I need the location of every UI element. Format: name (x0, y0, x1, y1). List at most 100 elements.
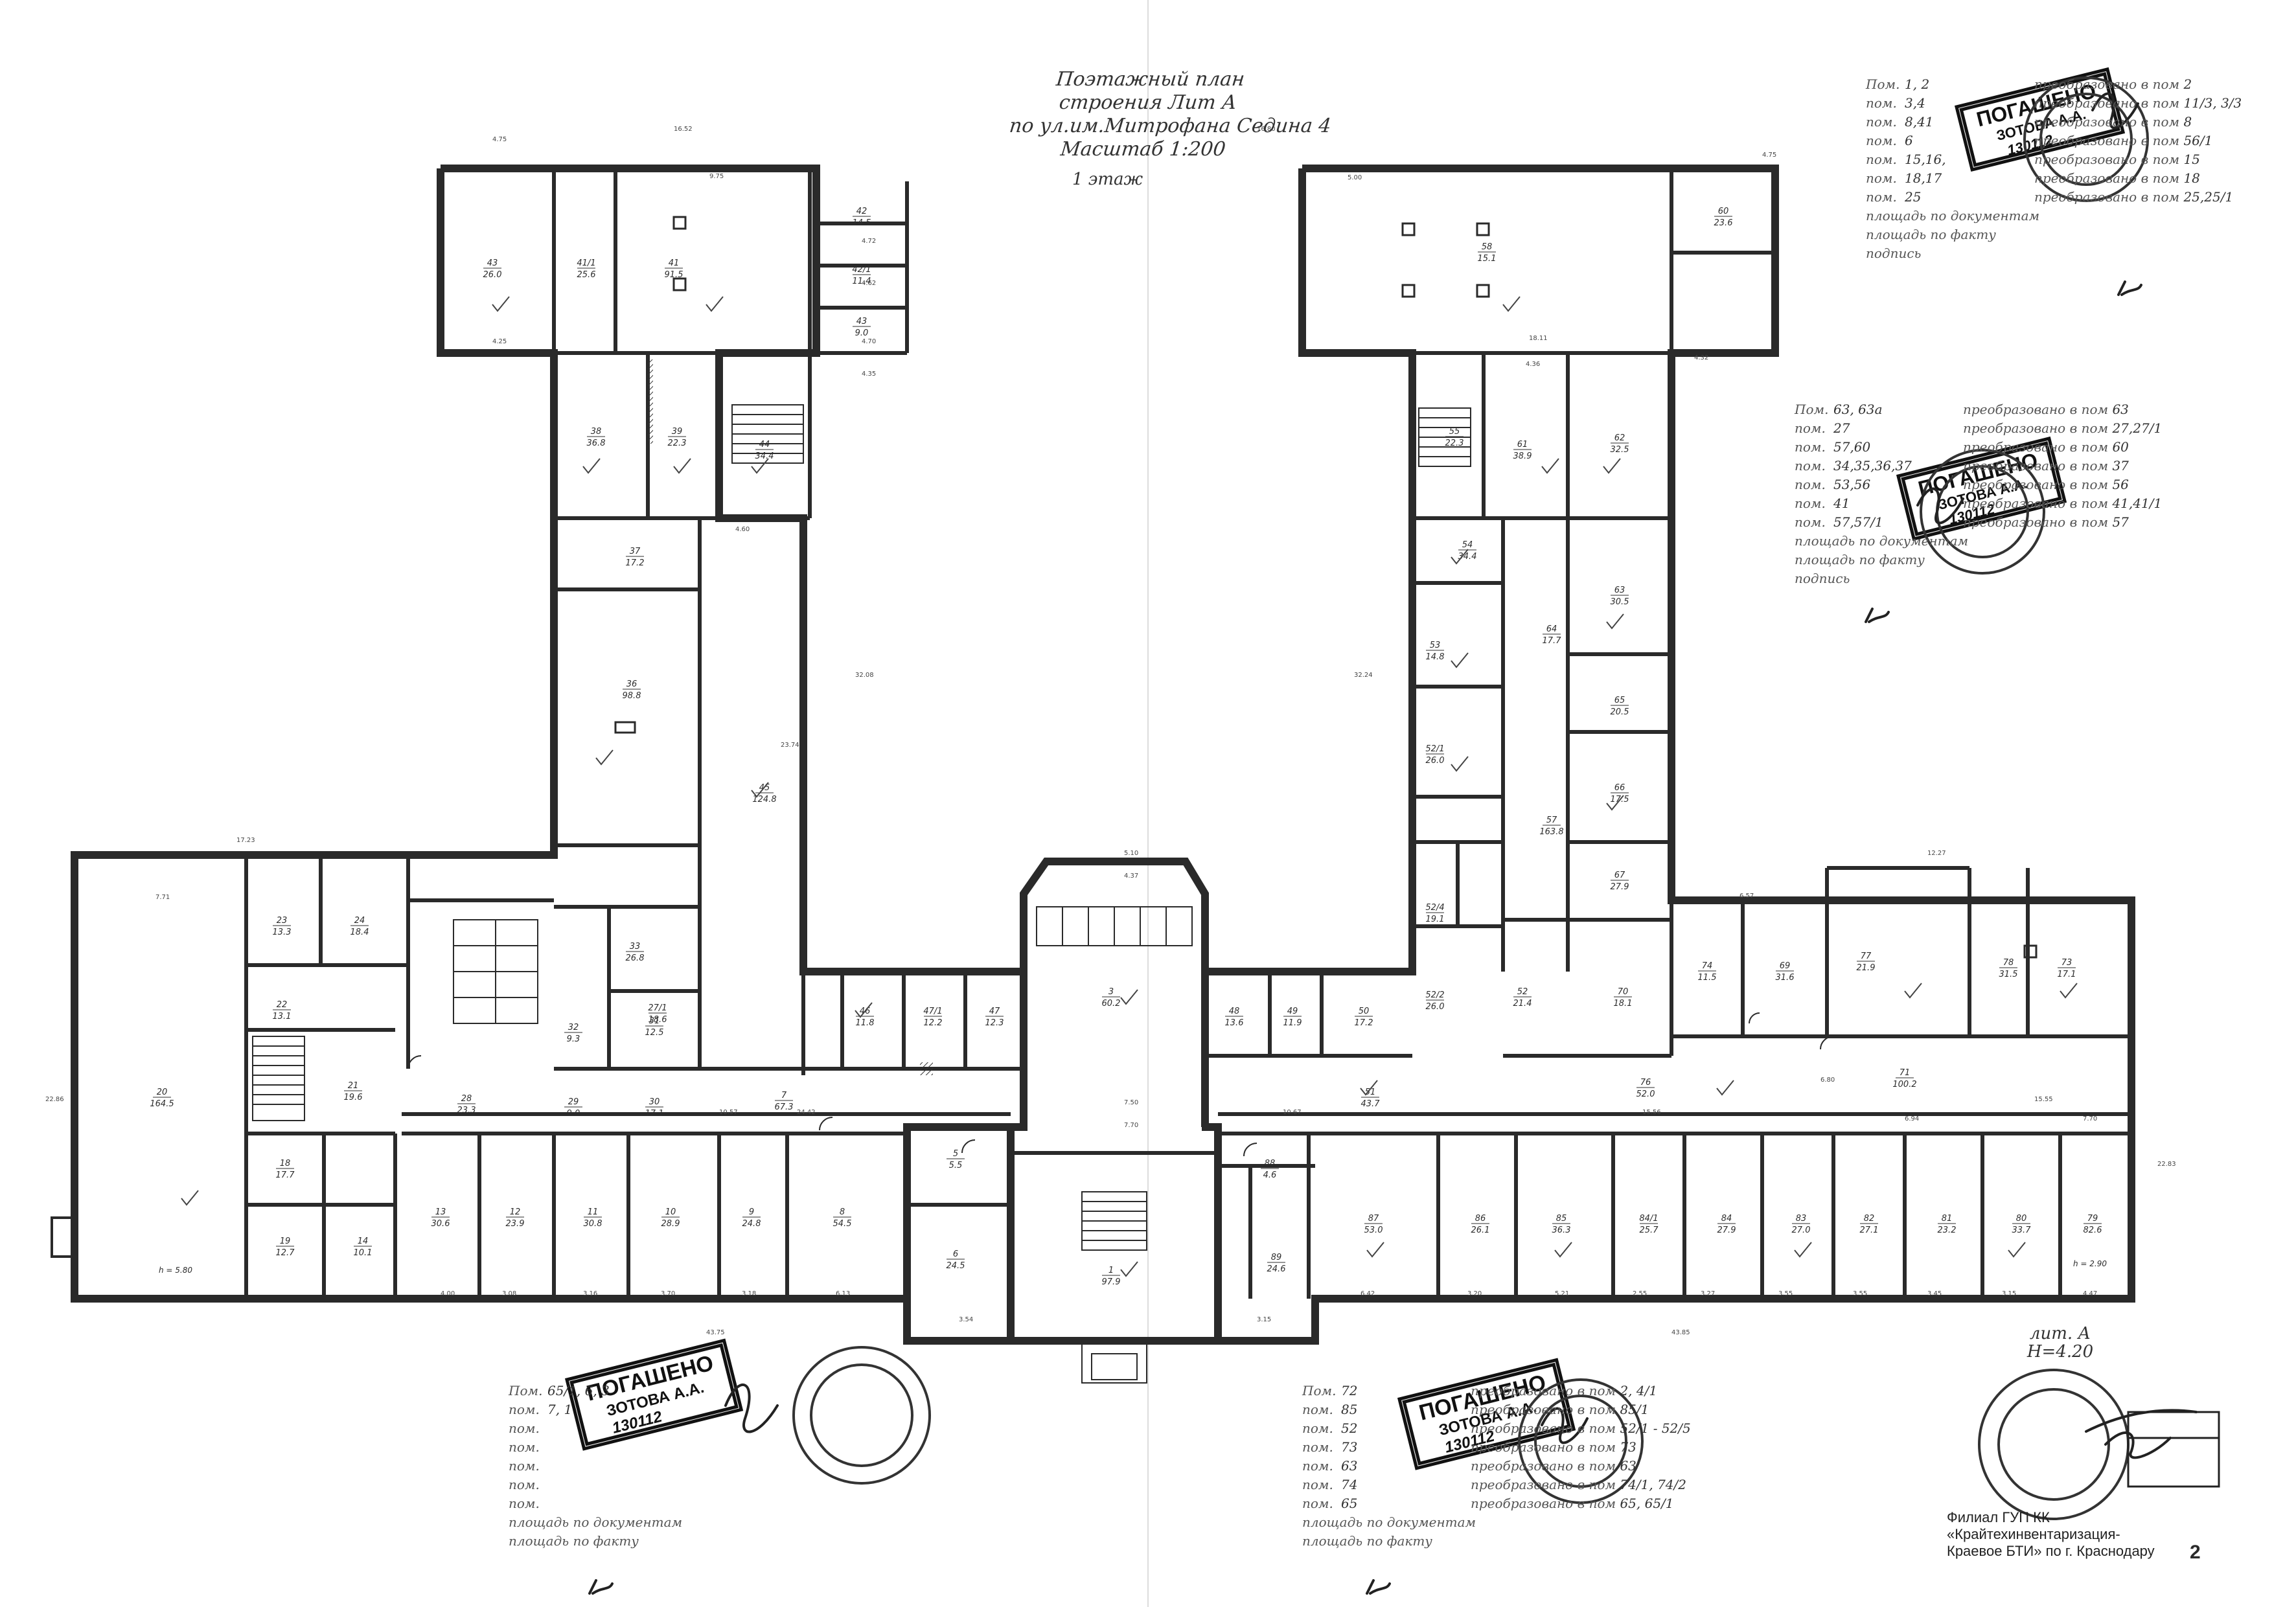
room-number: 47/1 (923, 1007, 942, 1016)
room-number: 70 (1618, 987, 1629, 997)
room-number: 21 (348, 1081, 359, 1091)
note-value: 52 (1341, 1420, 1358, 1436)
room-area: 30.8 (584, 1219, 603, 1229)
room-area: 36.3 (1552, 1225, 1571, 1235)
note-value: 8,41 (1905, 114, 1934, 130)
note-row: пом. (509, 1458, 682, 1477)
room-number: 11 (588, 1207, 599, 1217)
room-number: 8 (840, 1207, 845, 1217)
room-number: 50 (1359, 1007, 1370, 1016)
note-converted-label: преобразовано в пом (1471, 1496, 1616, 1511)
room-area: 54.5 (833, 1219, 852, 1229)
note-row: пом. (509, 1477, 682, 1496)
room-number: 7 (781, 1091, 787, 1100)
room-area: 32.5 (1611, 445, 1629, 455)
room-area: 27.0 (1792, 1225, 1811, 1235)
note-label: пом. (1866, 152, 1897, 167)
room-area: 26.1 (1471, 1225, 1490, 1235)
note-label: площадь по факту (1866, 227, 1996, 242)
note-label: Пом. (1795, 402, 1829, 417)
room-number: 51 (1365, 1088, 1376, 1097)
note-converted-value: 74/1, 74/2 (1616, 1477, 1686, 1492)
note-label: пом. (1302, 1402, 1333, 1417)
svg-text:3.45: 3.45 (1927, 1290, 1942, 1297)
room-number: 6 (953, 1249, 958, 1259)
room-area: 43.7 (1361, 1099, 1381, 1109)
note-row: пом. (509, 1420, 682, 1439)
room-number: 63 (1614, 586, 1625, 595)
room-area: 24.5 (947, 1261, 965, 1271)
title-line-1: Поэтажный план (1055, 68, 1246, 91)
svg-text:15.55: 15.55 (2034, 1096, 2053, 1103)
note-converted-label: преобразовано в пом (1963, 420, 2109, 436)
room-area: 26.0 (483, 270, 502, 280)
stairs (252, 404, 1471, 1384)
room-area: 17.2 (1355, 1018, 1373, 1028)
checkmarks (181, 296, 2078, 1277)
title-line-3: по ул.им.Митрофана Седина 4 (1008, 115, 1333, 137)
note-label: пом. (1795, 439, 1826, 455)
room-number: 13 (435, 1207, 446, 1217)
room-number: 49 (1287, 1007, 1298, 1016)
svg-text:16.80: 16.80 (1257, 126, 1276, 133)
room-area: 97.9 (1102, 1277, 1121, 1287)
note-value: 41 (1833, 496, 1850, 511)
svg-text:6.57: 6.57 (1739, 893, 1754, 900)
room-area: 10.1 (354, 1248, 373, 1258)
svg-text:15.56: 15.56 (1642, 1109, 1661, 1116)
note-converted-label: преобразовано в пом (1963, 402, 2109, 417)
seal-frame (2127, 1411, 2220, 1488)
svg-text:3.08: 3.08 (502, 1290, 516, 1297)
room-area: 21.9 (1857, 963, 1876, 973)
stair-hatches (648, 359, 933, 1075)
room-area: 25.6 (577, 270, 596, 280)
svg-text:4.35: 4.35 (862, 370, 876, 378)
svg-text:3.18: 3.18 (742, 1290, 756, 1297)
room-number: 89 (1271, 1253, 1282, 1262)
room-area: 23.9 (506, 1219, 525, 1229)
room-area: 12.7 (276, 1248, 295, 1258)
room-area: 13.3 (273, 928, 292, 937)
note-label: пом. (1795, 420, 1826, 436)
svg-text:12.27: 12.27 (1927, 850, 1946, 857)
room-area: 31.5 (1999, 970, 2018, 979)
note-value: 73 (1341, 1439, 1358, 1455)
note-value: 15,16, (1905, 152, 1946, 167)
room-area: 21.4 (1513, 999, 1532, 1009)
room-area: 19.1 (1426, 915, 1445, 924)
room-area: 9.0 (855, 328, 869, 338)
room-area: 17.1 (2058, 970, 2076, 979)
room-area: 98.8 (623, 691, 641, 701)
room-area: 17.7 (1543, 636, 1562, 646)
room-area: 20.5 (1611, 707, 1629, 717)
room-area: 14.8 (1426, 652, 1445, 662)
room-number: 54 (1462, 540, 1473, 550)
room-area: 11.5 (1698, 973, 1717, 983)
note-row: пом. 15,16,преобразовано в пом 15 (1866, 152, 2242, 170)
room-area: 34.4 (755, 451, 774, 461)
room-number: 62 (1614, 433, 1625, 443)
room-number: 76 (1640, 1078, 1651, 1088)
room-area: 53.0 (1364, 1225, 1383, 1235)
note-converted-label: преобразовано в пом (2034, 152, 2180, 167)
svg-text:4.47: 4.47 (2083, 1290, 2097, 1297)
doors (408, 1012, 1834, 1157)
room-area: 100.2 (1892, 1080, 1916, 1089)
note-converted-value: 63 (1616, 1458, 1636, 1474)
note-converted-value: 85/1 (1616, 1402, 1649, 1417)
room-number: 85 (1556, 1214, 1567, 1224)
svg-text:7.70: 7.70 (2083, 1115, 2097, 1123)
note-value: 25 (1905, 189, 1922, 205)
svg-text:43.85: 43.85 (1671, 1329, 1690, 1336)
room-area: 164.5 (150, 1099, 174, 1109)
room-number: 27/1 (648, 1003, 667, 1013)
note-row: пом. 7, 1 (509, 1402, 682, 1420)
note-converted-label: преобразовано в пом (1963, 458, 2109, 473)
room-number: 77 (1861, 952, 1872, 961)
svg-text:5.00: 5.00 (1348, 174, 1362, 181)
